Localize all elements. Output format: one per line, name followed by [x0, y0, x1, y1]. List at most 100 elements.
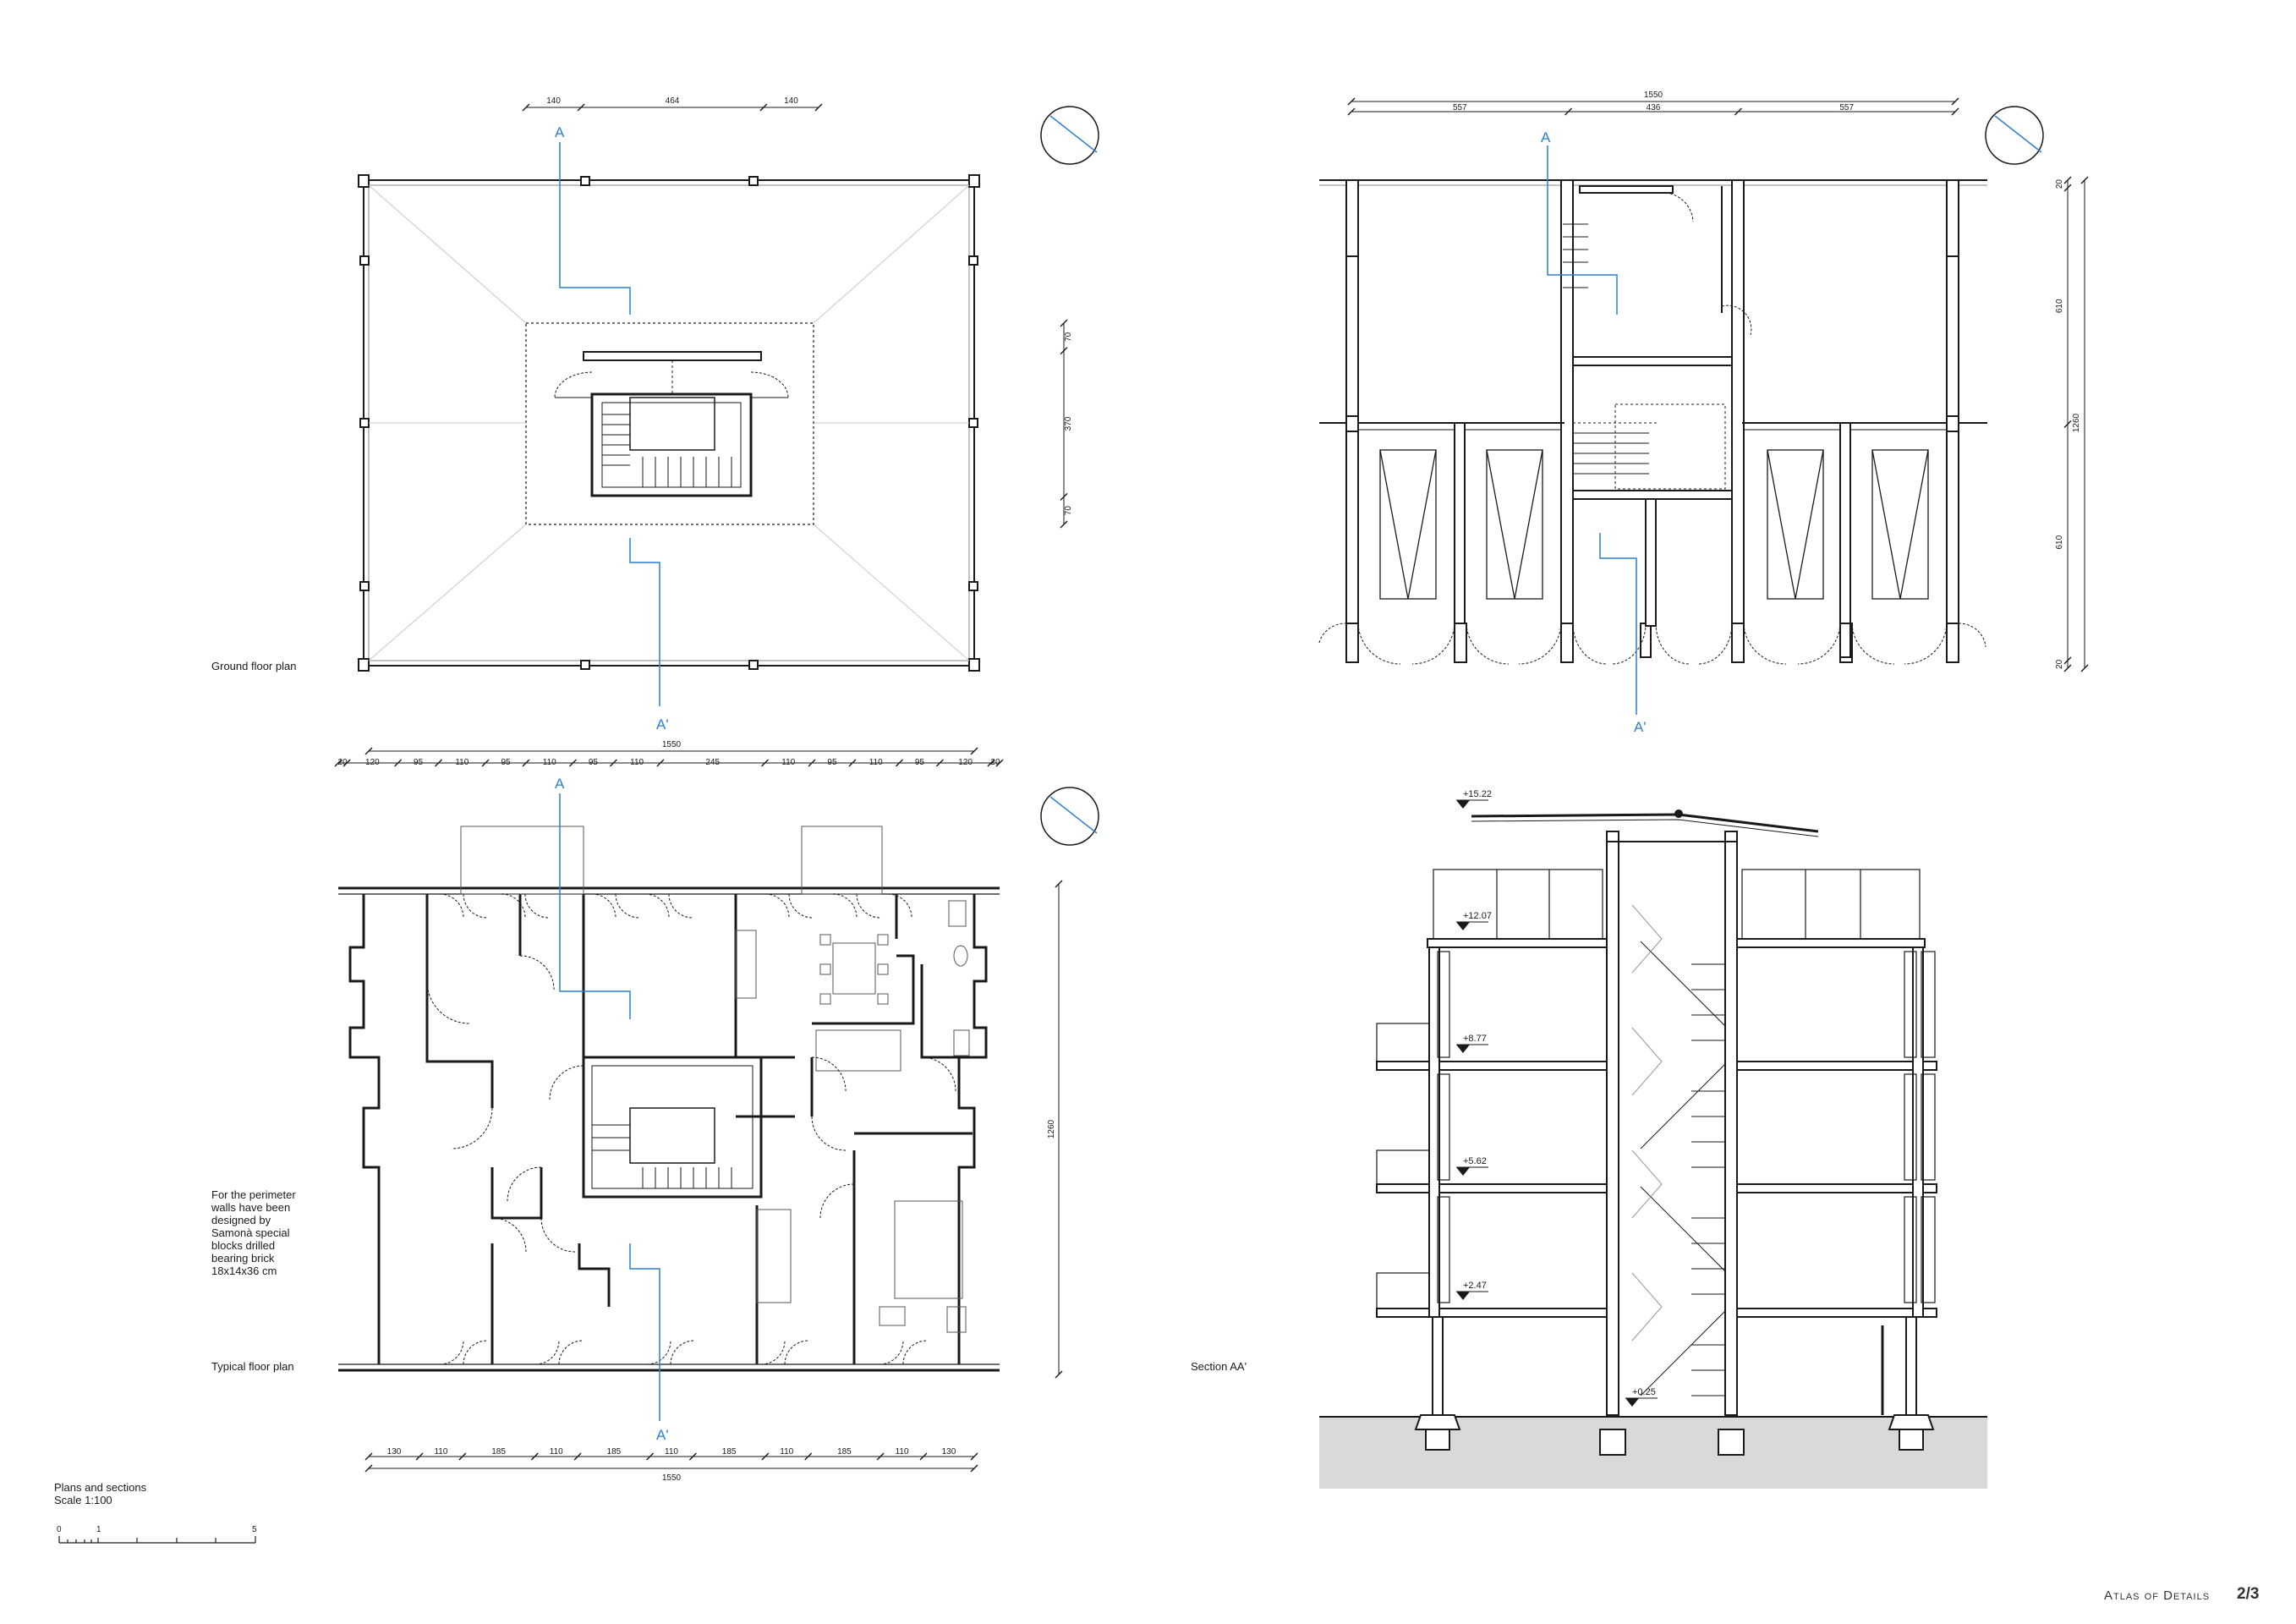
dim-tf-top: 120: [365, 758, 380, 767]
dimension-tick: [804, 1452, 813, 1461]
dimension-tick: [759, 103, 768, 112]
dim-tf-top: 110: [543, 758, 556, 767]
dimension-tick: [1347, 107, 1356, 116]
dimension-tick: [814, 103, 823, 112]
north-arrows: [1040, 106, 2044, 846]
ground-floor-plan: [358, 174, 980, 672]
scale-zero: 0: [57, 1525, 62, 1534]
dim-tf-total: 1550: [662, 740, 682, 749]
dim-tf-top: 95: [414, 758, 424, 767]
dim-tf-bottom: 110: [550, 1447, 563, 1457]
dim-gf-top: 140: [784, 96, 798, 106]
level-mark: +8.77: [1463, 1034, 1487, 1044]
dimension-tick: [1347, 97, 1356, 106]
dim-tf-top: 20: [337, 758, 348, 767]
dimension-tick: [435, 759, 443, 767]
dim-sp-right: 610: [2055, 299, 2064, 313]
note-line: bearing brick: [211, 1252, 275, 1265]
dimension-tick: [1951, 107, 1959, 116]
dimension-tick: [1060, 319, 1068, 327]
dimension-tick: [2080, 664, 2089, 672]
dimension-tick: [995, 759, 1004, 767]
dimension-tick: [808, 759, 816, 767]
dim-gf-right: 70: [1064, 332, 1073, 342]
section-mark-start: A: [1541, 129, 1551, 145]
level-mark: +15.22: [1463, 789, 1492, 799]
dimension-tick: [1060, 347, 1068, 355]
dim-sp-right: 20: [2055, 179, 2064, 189]
dimension-tick: [364, 1464, 373, 1473]
dimension-tick: [394, 759, 403, 767]
section-label: Section AA': [1191, 1360, 1247, 1373]
dim-tf-bottom-total: 1550: [662, 1473, 682, 1483]
section-mark-start: A: [555, 776, 565, 792]
dim-tf-top: 20: [990, 758, 1000, 767]
dim-sp-parts: 557: [1453, 103, 1467, 112]
scale-one: 1: [96, 1525, 101, 1534]
scale-five: 5: [252, 1525, 257, 1534]
dimension-tick: [919, 1452, 928, 1461]
note-line: Samonà special: [211, 1226, 290, 1239]
level-mark: +0.25: [1632, 1387, 1656, 1397]
section-mark-end: A': [1634, 719, 1647, 735]
ground-floor-label: Ground floor plan: [211, 660, 297, 672]
dim-sp-parts: 557: [1839, 103, 1854, 112]
dimension-tick: [2063, 176, 2072, 184]
dimension-tick: [2063, 656, 2072, 665]
footer-title: Atlas of Details: [2104, 1588, 2211, 1603]
scale-text: Scale 1:100: [54, 1494, 112, 1506]
dim-tf-bottom: 110: [896, 1447, 909, 1457]
scale-bar-labels: 0 1 5: [57, 1525, 257, 1534]
dimension-tick: [970, 1452, 978, 1461]
note-line: 18x14x36 cm: [211, 1265, 277, 1277]
scale-bar: [58, 1536, 256, 1544]
dimension-tick: [876, 1452, 885, 1461]
dim-tf-top: 245: [705, 758, 720, 767]
dimension-ticks: [334, 97, 2089, 1473]
dim-sp-right: 20: [2055, 659, 2064, 669]
level-mark: +5.62: [1463, 1156, 1487, 1166]
north-arrow-icon: [1985, 106, 2044, 165]
dim-sp-right: 610: [2055, 535, 2064, 549]
dim-sp-right-total: 1260: [2072, 413, 2081, 432]
note-line: walls have been: [211, 1201, 291, 1214]
dim-gf-top: 464: [666, 96, 680, 106]
dimension-tick: [573, 1452, 582, 1461]
dimension-tick: [761, 1452, 770, 1461]
dimension-tick: [609, 759, 617, 767]
dim-tf-top: 110: [630, 758, 644, 767]
section-mark-start: A: [555, 124, 565, 140]
dimension-tick: [935, 759, 944, 767]
level-mark: +2.47: [1463, 1281, 1487, 1291]
dimension-tick: [1734, 107, 1742, 116]
dim-sp-parts: 436: [1647, 103, 1661, 112]
dimension-tick: [848, 759, 857, 767]
dimension-tick: [342, 759, 351, 767]
level-texts: +15.22+12.07+8.77+5.62+2.47+0.25: [1463, 789, 1656, 1397]
north-arrow-icon: [1040, 787, 1099, 846]
dimension-tick: [895, 759, 903, 767]
typical-floor-plan: [338, 826, 1000, 1372]
page-number: 2/3: [2237, 1585, 2260, 1603]
dimension-tick: [2063, 664, 2072, 672]
typical-floor-label: Typical floor plan: [211, 1360, 294, 1373]
dim-sp-total: 1550: [1644, 91, 1663, 100]
dim-tf-bottom: 185: [837, 1447, 852, 1457]
section-marks: A A' A A' A A': [555, 124, 1647, 1443]
dimension-tick: [656, 759, 665, 767]
dim-tf-top: 120: [958, 758, 973, 767]
dimension-tick: [415, 1452, 424, 1461]
dimension-tick: [481, 759, 490, 767]
note-line: For the perimeter: [211, 1188, 296, 1201]
dim-tf-bottom: 185: [607, 1447, 622, 1457]
dimension-tick: [646, 1452, 655, 1461]
dim-tf-top: 110: [869, 758, 883, 767]
dimension-tick: [970, 1464, 978, 1473]
dimension-tick: [970, 747, 978, 755]
dimension-tick: [761, 759, 770, 767]
dim-gf-right: 70: [1064, 506, 1073, 516]
dimension-tick: [568, 759, 577, 767]
dim-gf-right: 370: [1064, 416, 1073, 431]
